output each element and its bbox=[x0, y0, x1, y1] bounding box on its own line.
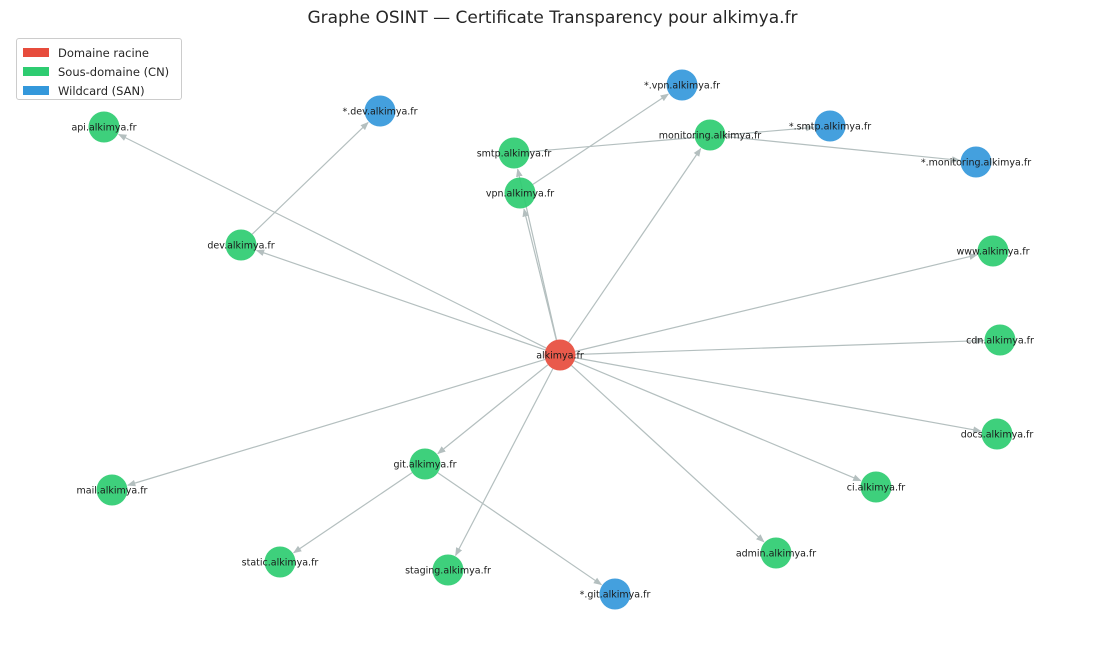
node-label-wildcard-smtp-alkimya-fr: *.smtp.alkimya.fr bbox=[789, 121, 871, 132]
edge-alkimya-fr-to-staging-alkimya-fr bbox=[455, 368, 554, 557]
edge-git-alkimya-fr-to-wildcard-git-alkimya-fr bbox=[437, 472, 603, 586]
node-label-ci-alkimya-fr: ci.alkimya.fr bbox=[847, 482, 906, 493]
node-label-www-alkimya-fr: www.alkimya.fr bbox=[956, 246, 1029, 257]
graph-title: Graphe OSINT — Certificate Transparency … bbox=[307, 8, 798, 28]
node-label-staging-alkimya-fr: staging.alkimya.fr bbox=[405, 565, 491, 576]
node-label-cdn-alkimya-fr: cdn.alkimya.fr bbox=[966, 335, 1034, 346]
edge-vpn-alkimya-fr-to-wildcard-vpn-alkimya-fr bbox=[532, 93, 669, 185]
node-ci-alkimya-fr bbox=[860, 471, 892, 503]
legend-item-cn: Sous-domaine (CN) bbox=[23, 62, 175, 81]
edge-monitoring-alkimya-fr-to-wildcard-monitoring-alkimya-fr bbox=[725, 135, 961, 163]
node-wildcard-dev-alkimya-fr bbox=[364, 95, 396, 127]
edge-alkimya-fr-to-api-alkimya-fr bbox=[118, 133, 547, 349]
node-label-wildcard-git-alkimya-fr: *.git.alkimya.fr bbox=[580, 589, 651, 600]
node-cdn-alkimya-fr bbox=[984, 324, 1016, 356]
edge-alkimya-fr-to-docs-alkimya-fr bbox=[575, 357, 982, 434]
legend-item-san: Wildcard (SAN) bbox=[23, 81, 175, 100]
node-label-wildcard-dev-alkimya-fr: *.dev.alkimya.fr bbox=[342, 106, 417, 117]
node-label-admin-alkimya-fr: admin.alkimya.fr bbox=[736, 548, 816, 559]
legend-label-san: Wildcard (SAN) bbox=[58, 83, 145, 98]
node-monitoring-alkimya-fr bbox=[694, 119, 726, 151]
node-www-alkimya-fr bbox=[977, 235, 1009, 267]
legend-swatch-root bbox=[23, 48, 49, 57]
node-alkimya-fr bbox=[544, 339, 576, 371]
edge-alkimya-fr-to-ci-alkimya-fr bbox=[574, 360, 862, 482]
node-vpn-alkimya-fr bbox=[504, 177, 536, 209]
node-api-alkimya-fr bbox=[88, 111, 120, 143]
edge-dev-alkimya-fr-to-wildcard-dev-alkimya-fr bbox=[251, 121, 369, 235]
edge-alkimya-fr-to-cdn-alkimya-fr bbox=[575, 337, 985, 356]
node-wildcard-monitoring-alkimya-fr bbox=[960, 146, 992, 178]
labels-layer: alkimya.fr api.alkimya.fr *.dev.alkimya.fr… bbox=[71, 80, 1034, 600]
node-label-docs-alkimya-fr: docs.alkimya.fr bbox=[961, 429, 1034, 440]
legend: Domaine racine Sous-domaine (CN) Wildcar… bbox=[16, 38, 182, 100]
legend-swatch-cn bbox=[23, 67, 49, 76]
node-wildcard-smtp-alkimya-fr bbox=[814, 110, 846, 142]
node-dev-alkimya-fr bbox=[225, 229, 257, 261]
node-admin-alkimya-fr bbox=[760, 537, 792, 569]
edge-alkimya-fr-to-dev-alkimya-fr bbox=[255, 249, 546, 351]
legend-label-cn: Sous-domaine (CN) bbox=[58, 64, 170, 79]
legend-swatch-san bbox=[23, 86, 49, 95]
node-label-wildcard-vpn-alkimya-fr: *.vpn.alkimya.fr bbox=[644, 80, 720, 91]
node-label-static-alkimya-fr: static.alkimya.fr bbox=[242, 557, 319, 568]
edge-git-alkimya-fr-to-static-alkimya-fr bbox=[292, 472, 413, 554]
node-label-dev-alkimya-fr: dev.alkimya.fr bbox=[207, 240, 274, 251]
edge-alkimya-fr-to-mail-alkimya-fr bbox=[126, 358, 546, 487]
node-static-alkimya-fr bbox=[264, 546, 296, 578]
node-smtp-alkimya-fr bbox=[498, 137, 530, 169]
node-label-monitoring-alkimya-fr: monitoring.alkimya.fr bbox=[659, 130, 762, 141]
node-label-mail-alkimya-fr: mail.alkimya.fr bbox=[77, 485, 148, 496]
nodes-layer bbox=[88, 69, 1016, 610]
edge-alkimya-fr-to-git-alkimya-fr bbox=[437, 364, 549, 455]
node-label-wildcard-monitoring-alkimya-fr: *.monitoring.alkimya.fr bbox=[921, 157, 1031, 168]
edge-smtp-alkimya-fr-to-wildcard-smtp-alkimya-fr bbox=[529, 124, 815, 153]
node-label-smtp-alkimya-fr: smtp.alkimya.fr bbox=[477, 148, 552, 159]
edge-alkimya-fr-to-admin-alkimya-fr bbox=[571, 365, 765, 543]
node-git-alkimya-fr bbox=[409, 448, 441, 480]
edge-alkimya-fr-to-vpn-alkimya-fr bbox=[522, 208, 557, 341]
node-wildcard-vpn-alkimya-fr bbox=[666, 69, 698, 101]
edge-alkimya-fr-to-monitoring-alkimya-fr bbox=[568, 147, 702, 343]
legend-label-root: Domaine racine bbox=[58, 45, 150, 60]
node-label-vpn-alkimya-fr: vpn.alkimya.fr bbox=[486, 188, 554, 199]
edge-alkimya-fr-to-www-alkimya-fr bbox=[574, 253, 978, 352]
node-label-api-alkimya-fr: api.alkimya.fr bbox=[71, 122, 136, 133]
node-docs-alkimya-fr bbox=[981, 418, 1013, 450]
legend-item-root: Domaine racine bbox=[23, 43, 175, 62]
node-staging-alkimya-fr bbox=[432, 554, 464, 586]
node-label-git-alkimya-fr: git.alkimya.fr bbox=[394, 459, 457, 470]
node-mail-alkimya-fr bbox=[96, 474, 128, 506]
edges-layer bbox=[118, 93, 985, 586]
node-wildcard-git-alkimya-fr bbox=[599, 578, 631, 610]
node-label-alkimya-fr: alkimya.fr bbox=[536, 350, 584, 361]
